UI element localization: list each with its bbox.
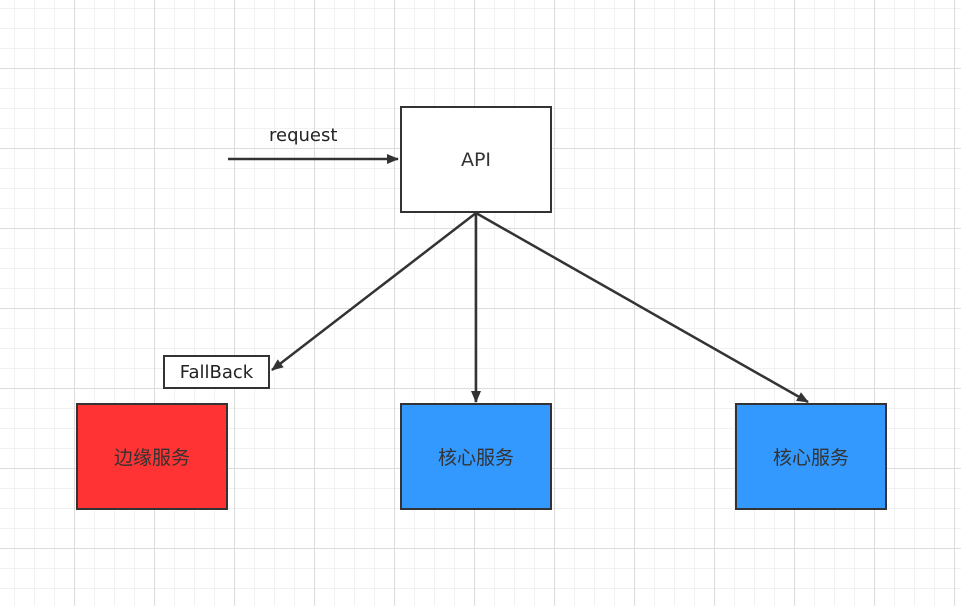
api-to-fallback-arrow: [271, 212, 477, 371]
api-node[interactable]: API: [400, 106, 552, 213]
core-service-node-2[interactable]: 核心服务: [735, 403, 887, 510]
edge-service-node[interactable]: 边缘服务: [76, 403, 228, 510]
api-to-core-2-arrow: [475, 211, 809, 404]
core-service-label-2: 核心服务: [772, 447, 849, 469]
request-label: request: [269, 125, 338, 146]
fallback-label-text: FallBack: [179, 361, 254, 383]
api-node-label: API: [460, 148, 492, 171]
core-service-node-1[interactable]: 核心服务: [400, 403, 552, 510]
core-service-label-1: 核心服务: [437, 447, 514, 469]
fallback-label: FallBack: [163, 355, 270, 389]
edge-service-label: 边缘服务: [113, 447, 190, 469]
